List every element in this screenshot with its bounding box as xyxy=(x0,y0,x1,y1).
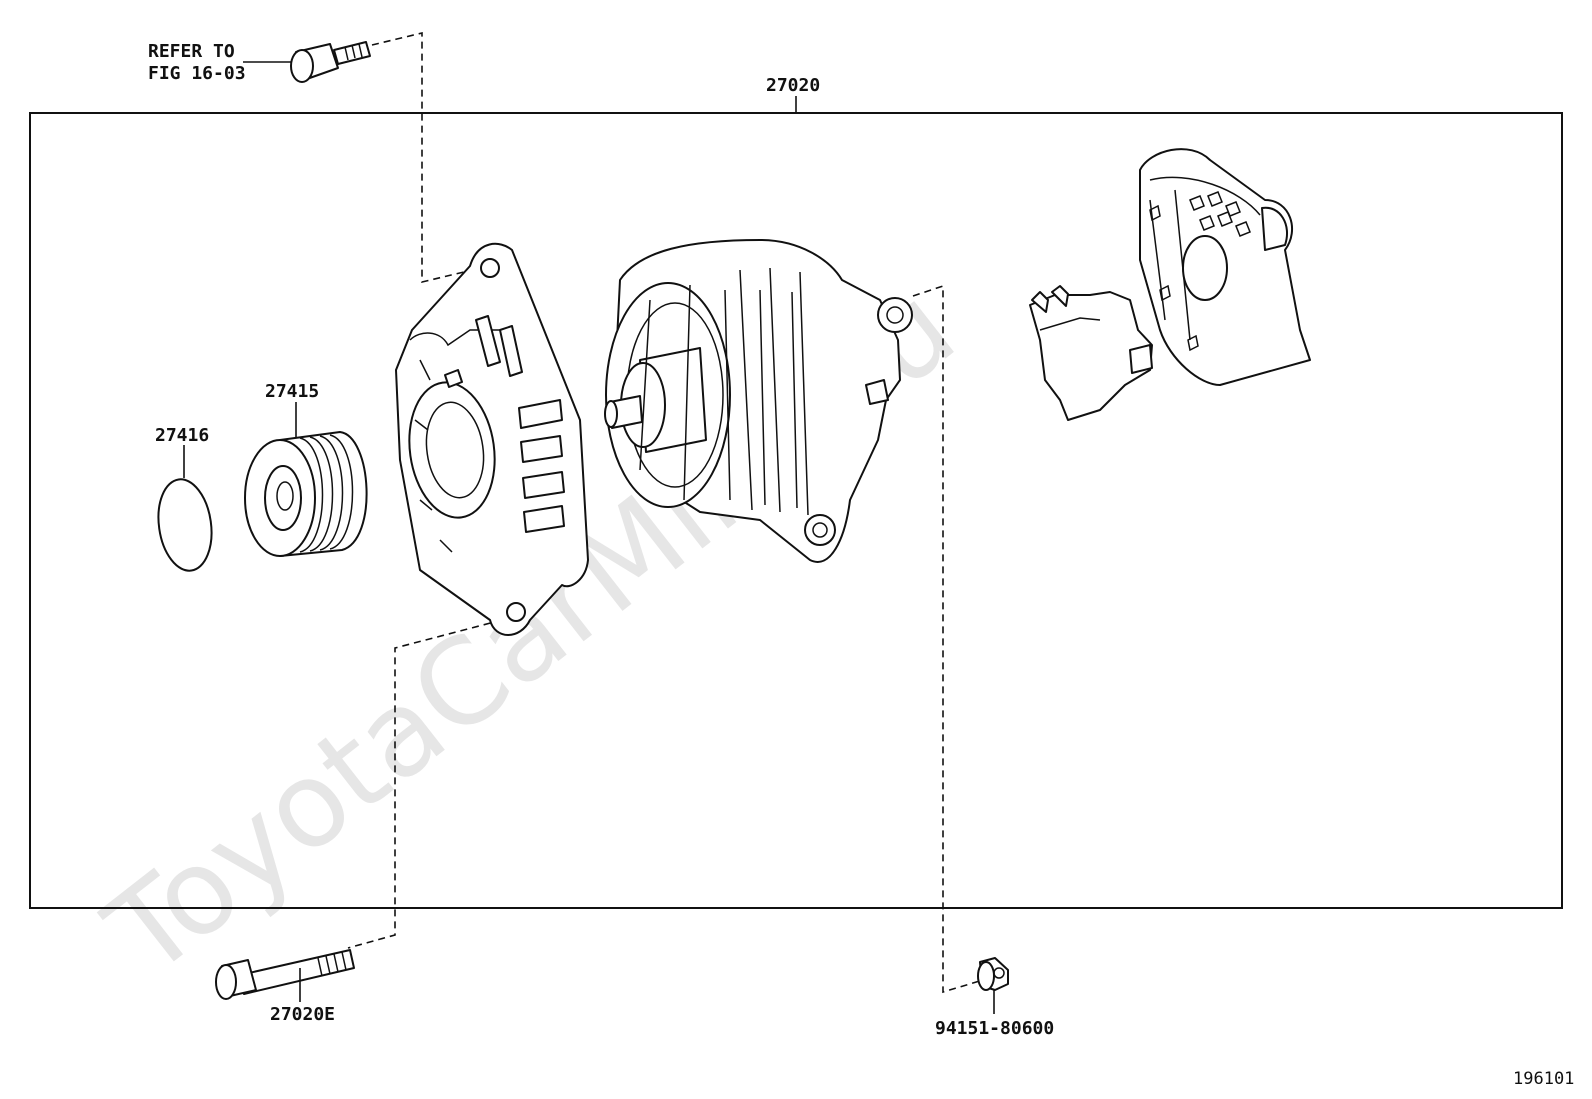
dashed-line-top-bolt xyxy=(371,31,469,284)
nut-icon[interactable] xyxy=(977,957,1009,1014)
figure-number: 196101 xyxy=(1513,1069,1574,1089)
nut-part-label: 94151-80600 xyxy=(935,1018,1054,1039)
refer-label-line1: REFER TO xyxy=(148,41,235,62)
pulley-icon[interactable] xyxy=(244,402,368,557)
pulley-cap-icon[interactable] xyxy=(153,445,217,574)
refer-label-line2: FIG 16-03 xyxy=(148,63,246,84)
through-bolt-part-label: 27020E xyxy=(270,1004,335,1025)
rear-cover-icon[interactable] xyxy=(1139,148,1311,386)
assembly-label: 27020 xyxy=(766,75,820,96)
cap-part-label: 27416 xyxy=(155,425,209,446)
drive-end-frame-icon[interactable] xyxy=(395,242,589,636)
alternator-body-icon[interactable] xyxy=(604,239,913,563)
dashed-line-through-bolt xyxy=(347,619,503,949)
through-bolt-icon[interactable] xyxy=(215,949,355,1002)
mounting-bolt-icon[interactable] xyxy=(243,41,371,83)
dashed-line-nut xyxy=(912,284,984,994)
regulator-icon[interactable] xyxy=(1029,285,1153,421)
pulley-part-label: 27415 xyxy=(265,381,319,402)
